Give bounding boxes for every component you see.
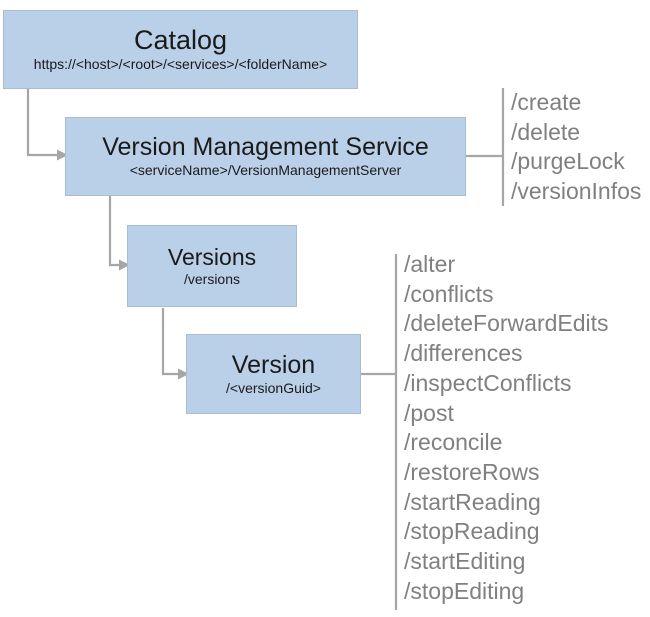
connector-vms-to-versions (108, 196, 119, 267)
node-catalog[interactable]: Catalog https://<host>/<root>/<services>… (3, 10, 358, 89)
operation-item[interactable]: /differences (404, 340, 523, 367)
operation-item[interactable]: /stopEditing (404, 577, 525, 604)
connector-catalog-to-vms (26, 89, 57, 157)
operation-item[interactable]: /startEditing (404, 548, 526, 575)
operation-item[interactable]: /stopReading (404, 518, 540, 545)
operation-item[interactable]: /reconcile (404, 429, 503, 456)
operation-item[interactable]: /conflicts (404, 280, 494, 307)
operation-item[interactable]: /alter (404, 251, 456, 277)
node-version[interactable]: Version /<versionGuid> (186, 334, 361, 414)
operation-list-version-management-service: /create/delete/purgeLock/versionInfos (511, 88, 641, 206)
operation-item[interactable]: /restoreRows (404, 458, 540, 485)
node-versions[interactable]: Versions /versions (127, 225, 297, 307)
operation-item[interactable]: /create (511, 89, 582, 115)
node-catalog-title: Catalog (133, 25, 228, 56)
node-versions-subtitle: /versions (183, 270, 241, 287)
node-version-subtitle: /<versionGuid> (226, 379, 321, 396)
operation-item[interactable]: /post (404, 399, 454, 426)
operation-item[interactable]: /delete (511, 118, 581, 145)
operation-item[interactable]: /inspectConflicts (404, 369, 572, 396)
node-versions-title: Versions (167, 243, 257, 270)
node-version-title: Version (231, 350, 316, 379)
operation-item[interactable]: /deleteForwardEdits (404, 310, 609, 337)
node-version-management-service-title: Version Management Service (102, 133, 429, 162)
node-catalog-subtitle: https://<host>/<root>/<services>/<folder… (33, 56, 328, 73)
operation-list-version: /alter/conflicts/deleteForwardEdits/diff… (404, 250, 609, 606)
operation-item[interactable]: /versionInfos (511, 177, 642, 204)
connector-versions-to-version (161, 308, 178, 376)
operation-item[interactable]: /purgeLock (511, 148, 625, 174)
node-version-management-service-subtitle: <serviceName>/VersionManagementServer (129, 162, 402, 179)
node-version-management-service[interactable]: Version Management Service <serviceName>… (65, 117, 466, 196)
operation-item[interactable]: /startReading (404, 488, 541, 515)
